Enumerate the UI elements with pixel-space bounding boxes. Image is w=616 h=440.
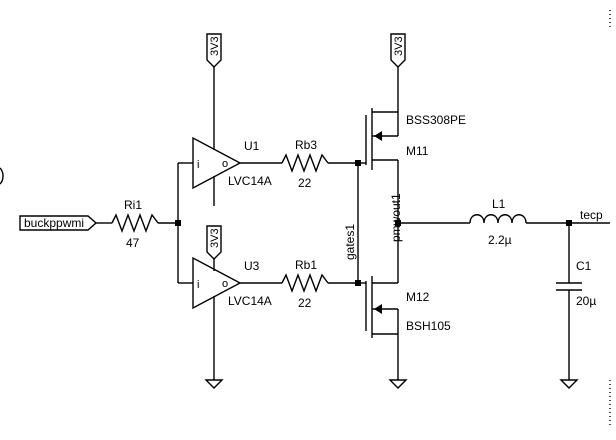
power-flag-u3-text: 3V3 <box>209 228 221 248</box>
resistor-ri1: Ri1 47 <box>111 198 159 250</box>
buffer-u1: i o U1 LVC14A <box>192 136 272 190</box>
buffer-u3: i o U3 LVC14A <box>192 256 272 310</box>
resistor-ri1-ref: Ri1 <box>124 198 142 212</box>
mosfet-m11-part: BSS308PE <box>406 113 466 127</box>
ground-m12 <box>388 379 408 389</box>
resistor-rb3-ref: Rb3 <box>295 138 317 152</box>
inductor-l1-ref: L1 <box>492 197 506 211</box>
buffer-u1-ref: U1 <box>244 139 260 153</box>
resistor-ri1-value: 47 <box>126 236 140 250</box>
net-label-gates: gates1 <box>343 224 357 260</box>
resistor-rb3-value: 22 <box>298 176 312 190</box>
net-label-output: tecp <box>580 208 603 222</box>
net-label-pwm: pmwout1 <box>389 193 403 242</box>
buffer-u1-pin-out: o <box>222 158 228 170</box>
buffer-u3-ref: U3 <box>244 259 260 273</box>
mosfet-m12-part: BSH105 <box>406 319 451 333</box>
power-flag-u1-text: 3V3 <box>209 36 221 56</box>
power-flag-u1: 3V3 <box>206 33 222 68</box>
offscreen-wire-fragment <box>0 167 4 185</box>
buffer-u3-pin-out: o <box>222 278 228 290</box>
ground-c1 <box>559 379 579 389</box>
resistor-rb1-ref: Rb1 <box>295 258 317 272</box>
mosfet-m12: M12 BSH105 <box>358 276 451 338</box>
power-flag-m11: 3V3 <box>390 33 406 68</box>
resistor-rb1-value: 22 <box>298 296 312 310</box>
capacitor-c1-value: 20µ <box>576 294 596 308</box>
resistor-rb1: Rb1 22 <box>281 258 329 310</box>
mosfet-m11-ref: M11 <box>406 144 429 158</box>
capacitor-c1-ref: C1 <box>576 259 592 273</box>
power-flag-m11-text: 3V3 <box>393 36 405 56</box>
ground-u3 <box>204 379 224 389</box>
input-net-label-text: buckppwmi <box>24 216 84 230</box>
buffer-u3-part: LVC14A <box>228 294 272 308</box>
inductor-l1-value: 2.2µ <box>488 233 512 247</box>
inductor-l1: L1 2.2µ <box>469 197 527 247</box>
buffer-u3-pin-in: i <box>197 279 199 291</box>
buffer-u1-pin-in: i <box>197 159 199 171</box>
power-flag-u3: 3V3 <box>206 225 222 260</box>
buffer-u1-part: LVC14A <box>228 174 272 188</box>
mosfet-m12-ref: M12 <box>406 290 430 304</box>
input-net-label: buckppwmi <box>19 215 98 231</box>
capacitor-c1: C1 20µ <box>556 259 596 308</box>
mosfet-m11: BSS308PE M11 <box>358 108 466 170</box>
resistor-rb3: Rb3 22 <box>281 138 329 190</box>
